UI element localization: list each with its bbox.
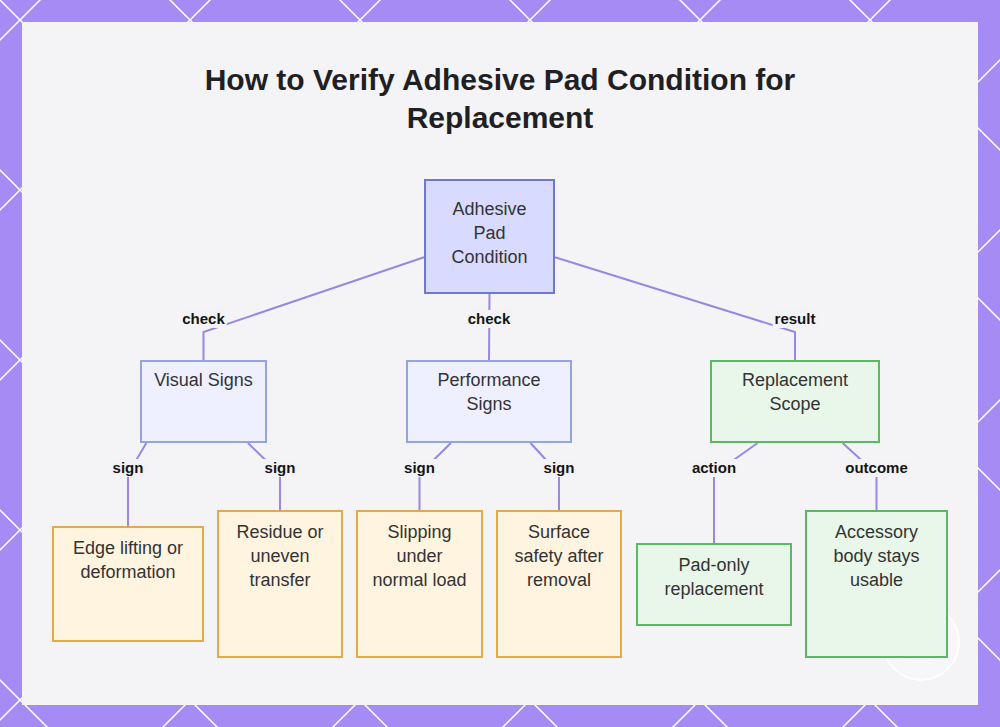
edge-label: check	[466, 310, 513, 328]
connector-line	[128, 443, 146, 526]
node-text: Slipping under normal load	[370, 520, 469, 592]
connector-line	[714, 443, 758, 543]
sign-box: Edge lifting or deformation	[52, 526, 204, 642]
connector-line	[204, 257, 425, 360]
edge-label: outcome	[843, 459, 910, 477]
outcome-box: Accessory body stays usable	[805, 510, 948, 658]
category-box: Performance Signs	[406, 360, 572, 443]
outcome-box: Pad-only replacement	[636, 543, 792, 626]
edge-label: result	[773, 310, 818, 328]
edge-label: sign	[542, 459, 577, 477]
edge-label: check	[180, 310, 227, 328]
node-text: Residue or uneven transfer	[231, 520, 329, 592]
sign-box: Surface safety after removal	[496, 510, 622, 658]
result-box: Replacement Scope	[710, 360, 880, 443]
content-panel	[22, 22, 978, 705]
node-text: Edge lifting or deformation	[66, 536, 190, 584]
sign-box: Slipping under normal load	[356, 510, 483, 658]
diagram-title: How to Verify Adhesive Pad Condition for…	[190, 61, 810, 137]
edge-label: action	[690, 459, 738, 477]
edge-label: sign	[263, 459, 298, 477]
node-text: Visual Signs	[154, 368, 253, 392]
node-text: Surface safety after removal	[510, 520, 608, 592]
node-text: Replacement Scope	[722, 368, 868, 416]
connector-line	[555, 257, 795, 360]
root-box: Adhesive Pad Condition	[424, 179, 555, 294]
node-text: Pad-only replacement	[650, 553, 778, 601]
node-text: Adhesive Pad Condition	[446, 197, 533, 269]
sign-box: Residue or uneven transfer	[217, 510, 343, 658]
category-box: Visual Signs	[140, 360, 267, 443]
edge-label: sign	[111, 459, 146, 477]
node-text: Performance Signs	[418, 368, 560, 416]
edge-label: sign	[402, 459, 437, 477]
title-text: How to Verify Adhesive Pad Condition for…	[190, 61, 810, 137]
node-text: Accessory body stays usable	[819, 520, 934, 592]
